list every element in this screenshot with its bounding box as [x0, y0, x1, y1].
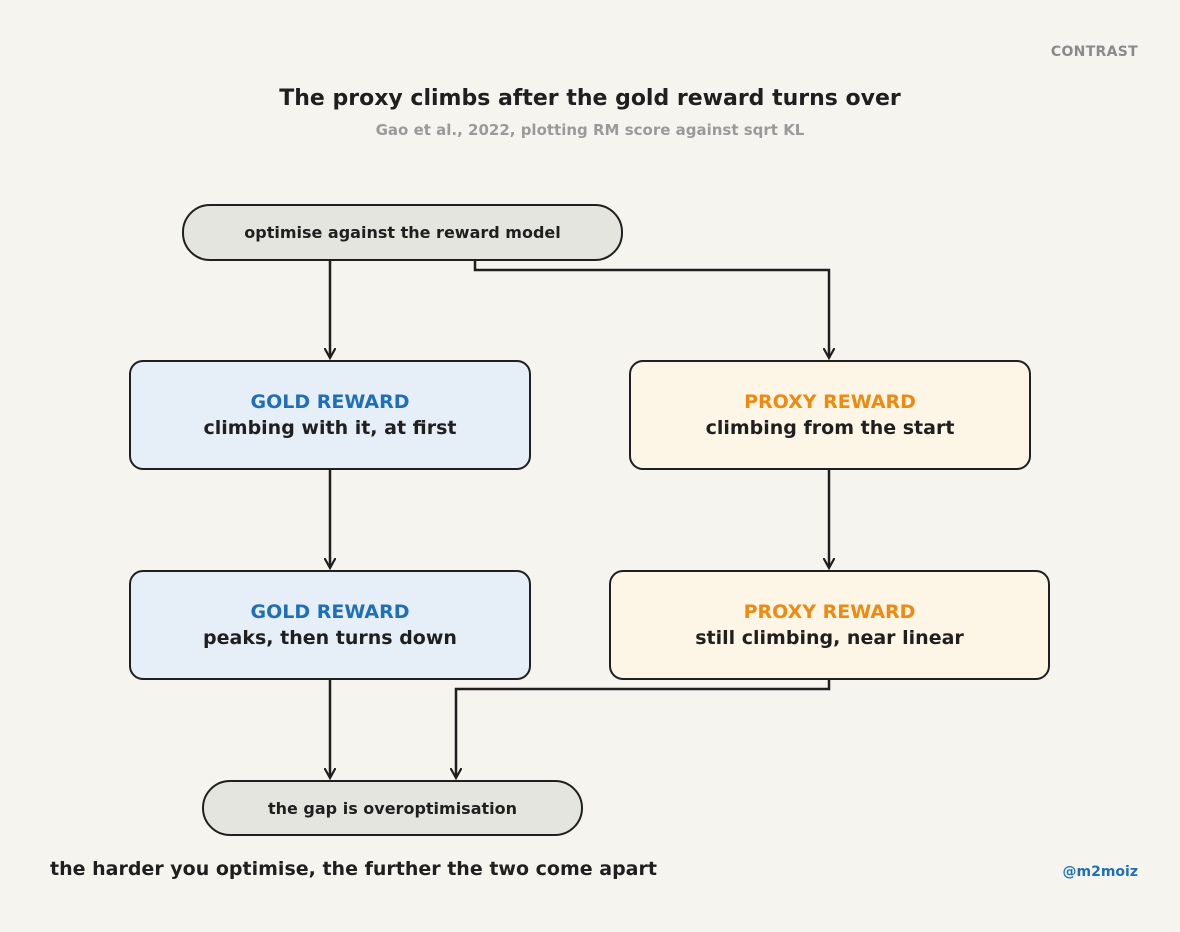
- author-handle: @m2moiz: [1062, 864, 1138, 880]
- node-gold-reward-2-heading: GOLD REWARD: [250, 601, 410, 623]
- node-end: the gap is overoptimisation: [202, 780, 583, 836]
- node-proxy-reward-2-heading: PROXY REWARD: [743, 601, 916, 623]
- node-proxy-reward-2: PROXY REWARD still climbing, near linear: [609, 570, 1050, 680]
- node-gold-reward-2: GOLD REWARD peaks, then turns down: [129, 570, 531, 680]
- node-gold-reward-2-text: peaks, then turns down: [203, 627, 457, 649]
- node-proxy-reward-2-text: still climbing, near linear: [695, 627, 964, 649]
- node-proxy-reward-1: PROXY REWARD climbing from the start: [629, 360, 1031, 470]
- node-start: optimise against the reward model: [182, 204, 623, 261]
- diagram-subtitle: Gao et al., 2022, plotting RM score agai…: [375, 121, 805, 139]
- node-gold-reward-1: GOLD REWARD climbing with it, at first: [129, 360, 531, 470]
- node-end-label: the gap is overoptimisation: [267, 798, 518, 818]
- corner-tag: CONTRAST: [1050, 44, 1138, 60]
- node-start-label: optimise against the reward model: [244, 223, 561, 242]
- node-proxy-reward-1-text: climbing from the start: [705, 417, 955, 439]
- node-proxy-reward-1-heading: PROXY REWARD: [744, 391, 916, 413]
- arrow-start-to-proxy-1: [473, 259, 829, 357]
- arrow-proxy-2-to-end: [456, 678, 831, 777]
- node-gold-reward-1-heading: GOLD REWARD: [250, 391, 410, 413]
- node-gold-reward-1-text: climbing with it, at first: [203, 417, 457, 439]
- footer-caption: the harder you optimise, the further the…: [50, 858, 657, 880]
- diagram-title: The proxy climbs after the gold reward t…: [279, 86, 901, 111]
